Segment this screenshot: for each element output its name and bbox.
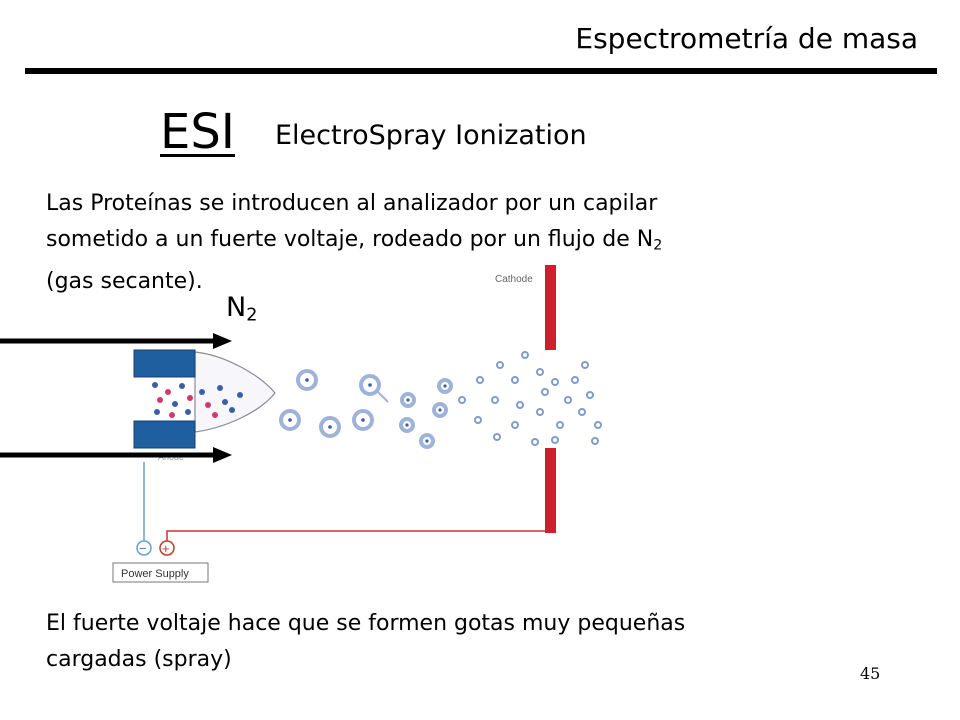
free-ions [458, 351, 602, 446]
capillary-top [133, 349, 196, 378]
spray-paragraph: El fuerte voltaje hace que se formen got… [46, 606, 846, 678]
page-number: 45 [860, 664, 881, 683]
cathode-bottom [545, 448, 556, 533]
power-supply-label: Power Supply [121, 568, 189, 580]
intro-subscript: 2 [653, 237, 663, 254]
spray-line-1: El fuerte voltaje hace que se formen got… [46, 611, 686, 636]
power-negative-terminal [136, 540, 152, 556]
power-supply-box [112, 562, 209, 583]
gas-flow-arrow-bottom [0, 447, 232, 463]
plus-symbol: + [162, 541, 170, 556]
taylor-cone [194, 351, 276, 433]
droplet-charges [288, 378, 447, 443]
capillary-bottom [133, 420, 196, 449]
gas-label-sub: 2 [246, 305, 258, 326]
power-positive-terminal [159, 540, 175, 556]
gas-label: N2 [226, 292, 257, 325]
slide-title: Espectrometría de masa [575, 22, 918, 55]
charged-droplets [279, 369, 453, 449]
intro-line-3: (gas secante). [46, 268, 203, 294]
intro-paragraph: Las Proteínas se introducen al analizado… [46, 186, 816, 300]
droplet-tail [377, 391, 389, 403]
gas-label-main: N [226, 292, 247, 323]
cathode-wire [166, 530, 551, 547]
spray-line-2: cargadas (spray) [46, 647, 232, 672]
gas-flow-arrow-top [0, 333, 232, 349]
title-divider [25, 68, 937, 74]
cathode-label: Cathode [495, 274, 533, 285]
capillary-ions [152, 382, 243, 418]
esi-acronym: ESI [160, 104, 235, 160]
intro-line-1: Las Proteínas se introducen al analizado… [46, 191, 658, 216]
intro-line-2-text: sometido a un fuerte voltaje, rodeado po… [46, 227, 654, 252]
esi-full-name: ElectroSpray Ionization [275, 120, 587, 151]
cathode-top [545, 265, 556, 350]
minus-symbol: − [139, 541, 147, 556]
intro-line-2: sometido a un fuerte voltaje, rodeado po… [46, 222, 816, 264]
